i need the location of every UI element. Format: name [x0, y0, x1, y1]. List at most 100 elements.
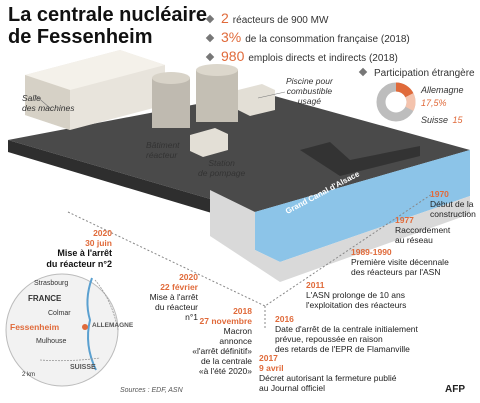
timeline-year: 2020	[93, 228, 112, 238]
ground-top	[8, 92, 470, 212]
stat-text: réacteurs de 900 MW	[232, 15, 329, 26]
timeline-2011: 2011 L'ASN prolonge de 10 ans l'exploita…	[306, 280, 406, 310]
label-batiment-reacteur: Bâtiment réacteur	[146, 140, 180, 160]
map-label-strasbourg: Strasbourg	[34, 280, 69, 287]
page-title: La centrale nucléaire de Fessenheim	[8, 4, 207, 48]
timeline-date: 9 avril	[259, 363, 284, 373]
label-piscine: Piscine pour combustible usagé	[286, 76, 333, 106]
timeline-line: «l'arrêt définitif»	[192, 346, 252, 356]
timeline-2018: 2018 27 novembre Macron annonce «l'arrêt…	[192, 306, 252, 376]
timeline-2020-feb: 2020 22 février Mise à l'arrêt du réacte…	[144, 272, 198, 322]
timeline-line: Macron annonce	[219, 326, 252, 346]
timeline-line: du réacteur n°2	[46, 259, 112, 269]
timeline-line: L'ASN prolonge de 10 ans	[306, 290, 405, 300]
participation-title-text: Participation étrangère	[374, 68, 475, 79]
timeline-line: construction	[430, 209, 476, 219]
timeline-line: l'exploitation des réacteurs	[306, 300, 407, 310]
stat-value: 3%	[221, 29, 242, 45]
label-line: combustible	[286, 86, 333, 96]
label-line: Salle	[22, 93, 41, 103]
timeline-1989: 1989-1990 Première visite décennale des …	[351, 247, 449, 277]
canal-upper	[255, 150, 470, 224]
leader-line	[34, 94, 51, 109]
timeline-2016: 2016 Date d'arrêt de la centrale initial…	[275, 314, 418, 354]
timeline-date: 30 juin	[85, 238, 112, 248]
label-line: de pompage	[198, 168, 246, 178]
title-line-2: de Fessenheim	[8, 26, 153, 48]
legend-value: 17,5%	[421, 98, 447, 108]
pool-building	[238, 84, 275, 116]
timeline-2017: 2017 9 avril Décret autorisant la fermet…	[259, 353, 397, 393]
stat-text: emplois directs et indirects (2018)	[248, 53, 398, 64]
canal-jetty	[300, 142, 420, 176]
sources: Sources : EDF, ASN	[120, 387, 183, 394]
reactor-building-2	[196, 70, 238, 122]
machine-hall-roof	[25, 50, 165, 90]
timeline-date: 22 février	[160, 282, 198, 292]
afp-logo: AFP	[445, 384, 465, 395]
ground-side-left	[8, 140, 255, 226]
timeline-year: 2011	[306, 280, 325, 290]
timeline-line: Première visite décennale	[351, 257, 449, 267]
timeline-line: «à l'été 2020»	[198, 366, 252, 376]
timeline-2020-jun: 2020 30 juin Mise à l'arrêt du réacteur …	[20, 228, 112, 270]
map-rhine	[86, 277, 97, 371]
timeline-year: 2018	[233, 306, 252, 316]
pumping-station	[190, 128, 228, 157]
label-salle-machines: Salle des machines	[22, 93, 74, 113]
timeline-line: des retards de l'EPR de Flamanville	[275, 344, 410, 354]
reactor-building-1	[152, 78, 190, 128]
legend-name: Allemagne	[421, 85, 464, 95]
timeline-line: du réacteur n°1	[155, 302, 198, 322]
label-line: réacteur	[146, 150, 178, 160]
timeline-line: prévue, repoussée en raison	[275, 334, 383, 344]
timeline-line: Raccordement	[395, 225, 451, 235]
timeline-year: 2020	[179, 272, 198, 282]
participation-donut	[376, 82, 416, 122]
stat-value: 980	[221, 48, 245, 64]
reactor-dome-2	[196, 64, 238, 76]
stat-consumption: 3% de la consommation française (2018)	[205, 29, 410, 48]
stat-reactors: 2 réacteurs de 900 MW	[205, 10, 410, 29]
map-label-mulhouse: Mulhouse	[36, 338, 67, 345]
participation-legend: Allemagne 17,5% Suisse 15	[421, 83, 464, 126]
leader-line	[257, 91, 286, 99]
timeline-year: 2016	[275, 314, 294, 324]
timeline-year: 1970	[430, 189, 449, 199]
stat-text: de la consommation française (2018)	[245, 34, 410, 45]
legend-name: Suisse	[421, 115, 449, 125]
timeline-year: 1989-1990	[351, 247, 392, 257]
timeline-line: des réacteurs par l'ASN	[351, 267, 441, 277]
timeline-line: au réseau	[395, 235, 433, 245]
map-label-allemagne: ALLEMAGNE	[92, 322, 134, 329]
timeline-line: Début de la	[430, 199, 474, 209]
title-line-1: La centrale nucléaire	[8, 4, 207, 26]
map-label-fessenheim: Fessenheim	[10, 322, 60, 332]
donut-slice-suisse	[376, 82, 416, 122]
map-label-suisse: SUISSE	[70, 364, 96, 371]
timeline-line: Décret autorisant la fermeture publié	[259, 373, 397, 383]
timeline-1977: 1977 Raccordement au réseau	[395, 215, 450, 245]
fessenheim-marker	[82, 324, 88, 330]
timeline-date: 27 novembre	[199, 316, 252, 326]
label-line: usagé	[297, 96, 321, 106]
key-stats: 2 réacteurs de 900 MW 3% de la consommat…	[205, 10, 410, 67]
label-station-pompage: Station de pompage	[198, 158, 245, 178]
stat-jobs: 980 emplois directs et indirects (2018)	[205, 48, 410, 67]
donut-slice-allemagne	[376, 82, 416, 122]
map-label-colmar: Colmar	[48, 310, 71, 317]
legend-value: 15	[452, 115, 463, 125]
timeline-line: Date d'arrêt de la centrale initialement	[275, 324, 418, 334]
label-line: Station	[208, 158, 235, 168]
timeline-line: Mise à l'arrêt	[57, 248, 112, 258]
map-border-ch	[39, 357, 101, 362]
machine-hall-side	[25, 75, 70, 130]
timeline-line: au Journal officiel	[259, 383, 325, 393]
map-scale: 2 km	[22, 372, 36, 378]
label-line: Bâtiment	[146, 140, 180, 150]
map-label-france: FRANCE	[28, 294, 62, 303]
legend-allemagne: Allemagne 17,5%	[421, 83, 464, 109]
stat-value: 2	[221, 10, 229, 26]
timeline-axis	[67, 193, 433, 307]
